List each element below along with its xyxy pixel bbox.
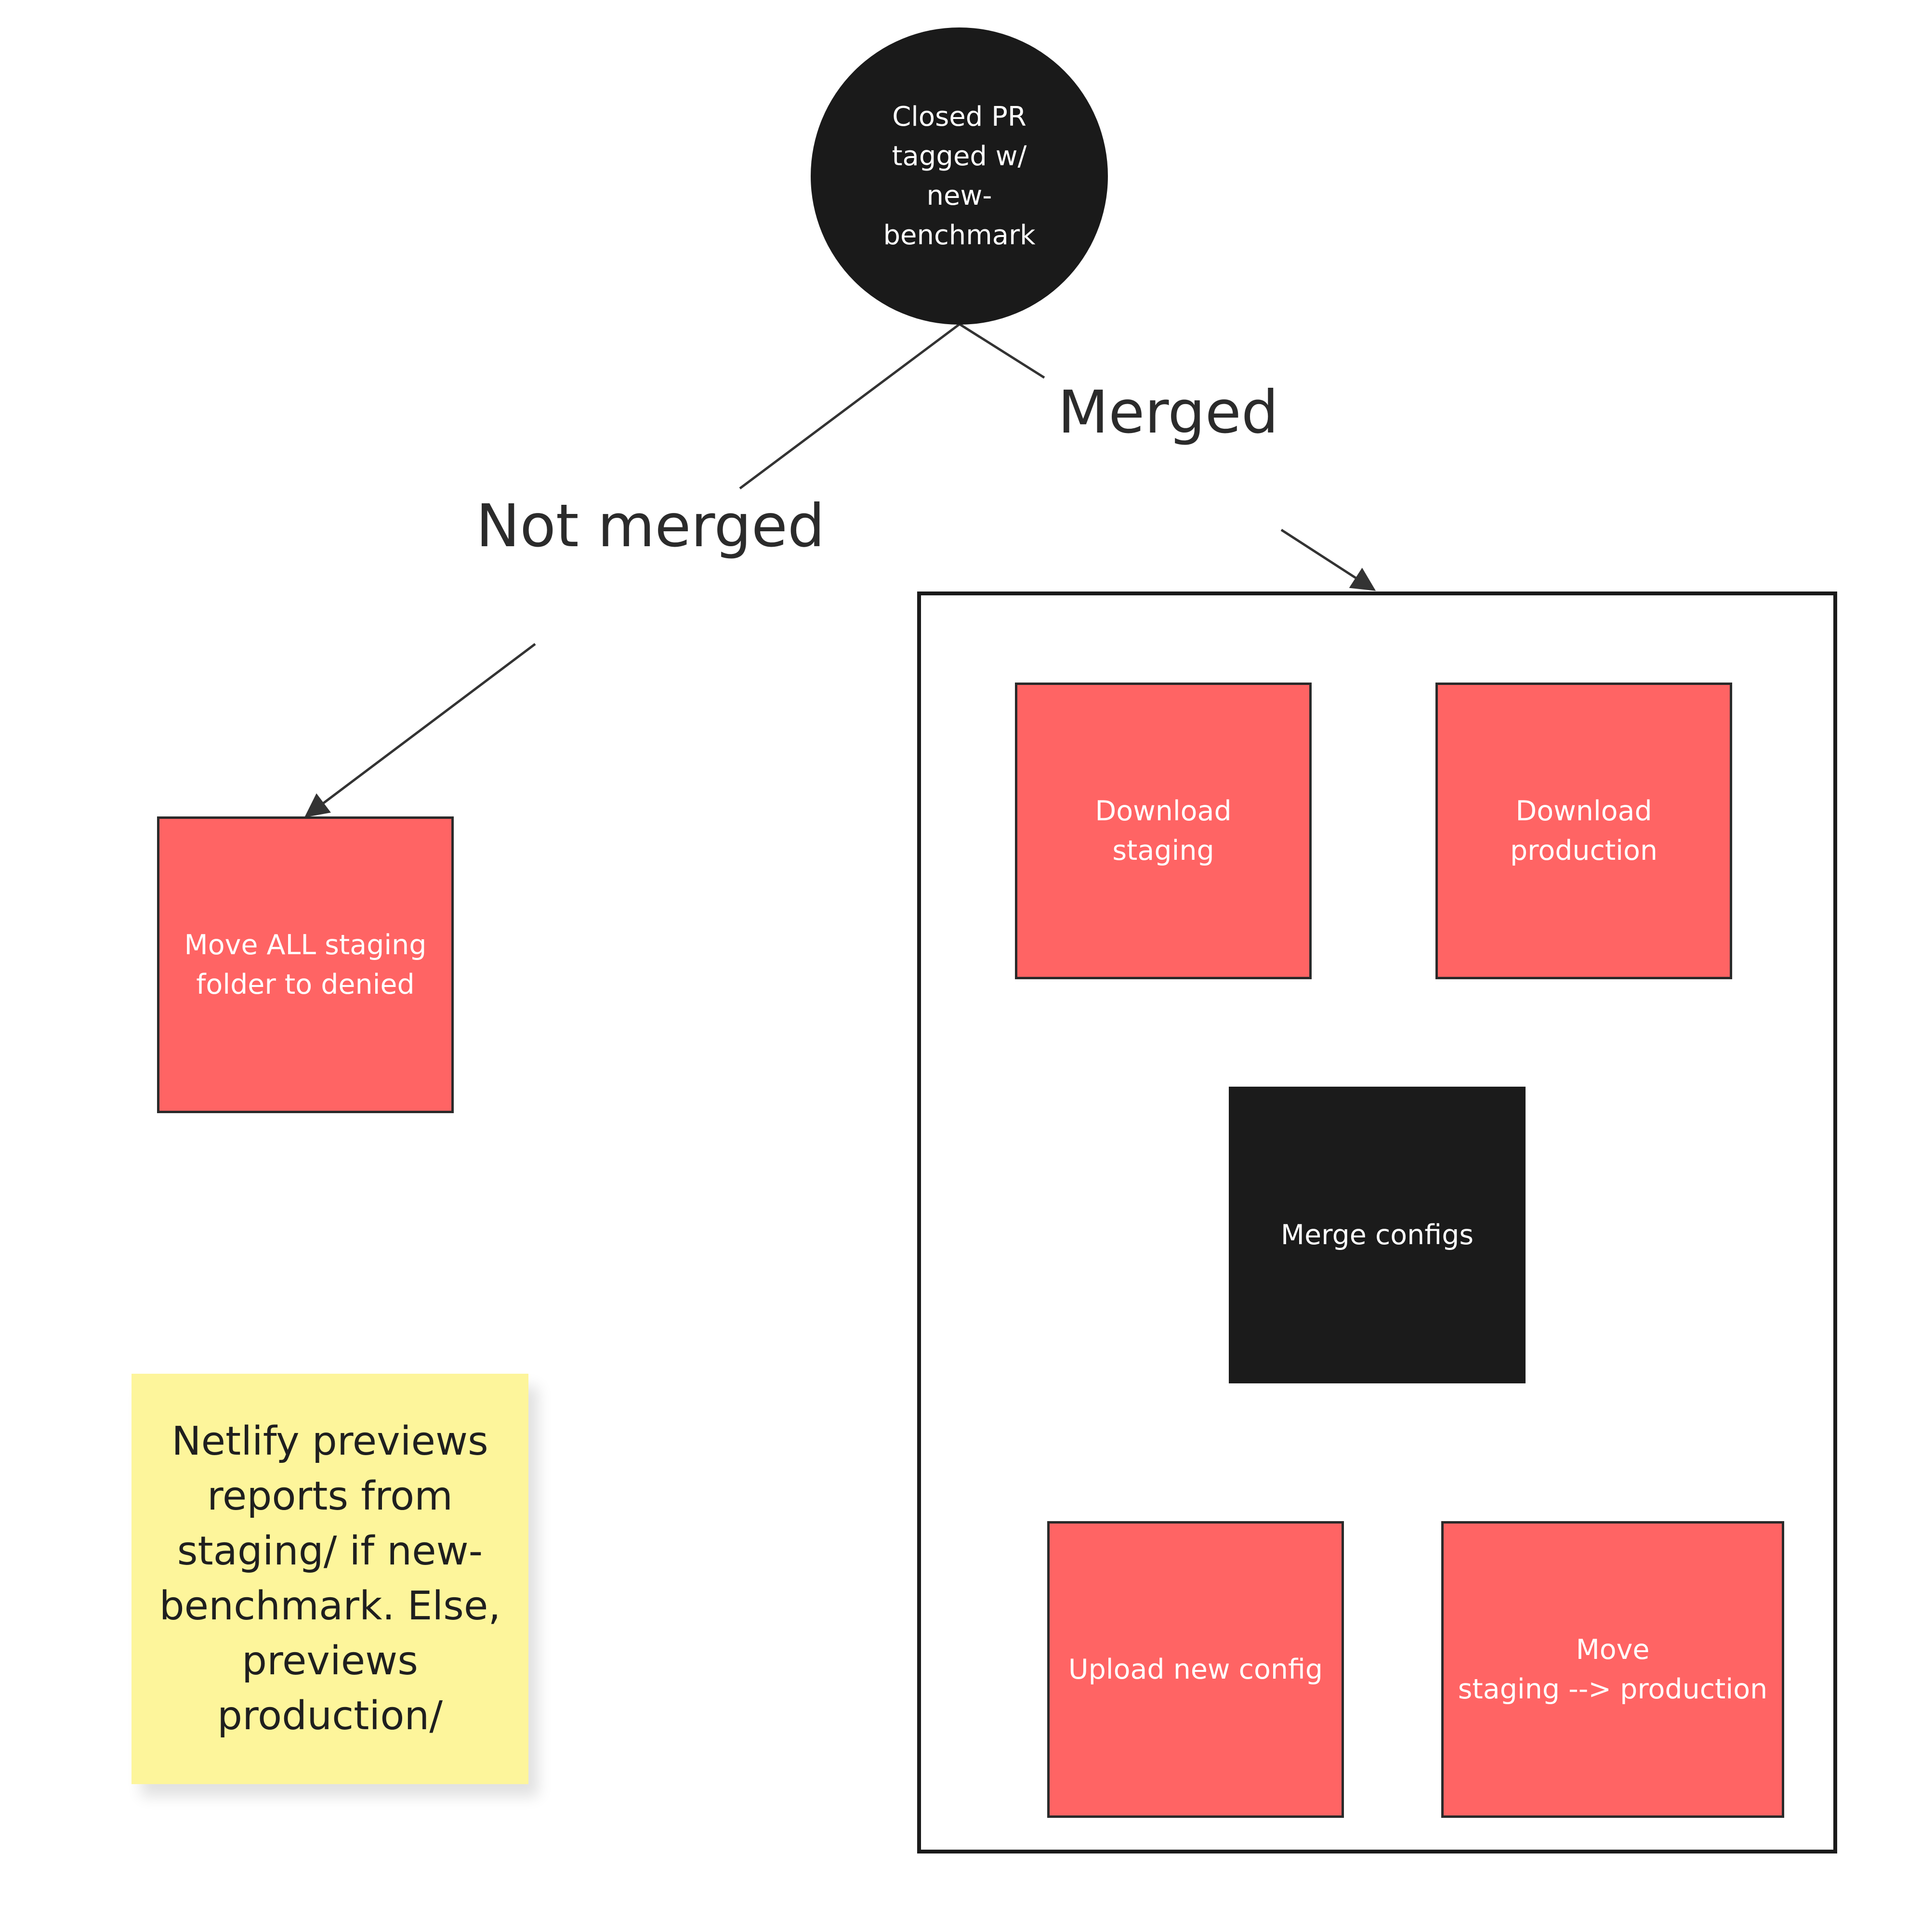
edge-merged-upper xyxy=(959,323,1045,379)
upload-config-box: Upload new config xyxy=(1047,1521,1344,1818)
start-node-circle: Closed PR tagged w/ new- benchmark xyxy=(811,27,1108,325)
download-production-box: Download production xyxy=(1435,683,1732,979)
sticky-note: Netlify previews reports from staging/ i… xyxy=(132,1374,528,1784)
move-denied-box: Move ALL staging folder to denied xyxy=(157,816,454,1113)
edge-merged-lower xyxy=(1280,528,1376,591)
move-production-label: Move staging --> production xyxy=(1458,1634,1768,1705)
upload-config-label: Upload new config xyxy=(1068,1654,1323,1685)
merged-label: Merged xyxy=(1058,378,1279,447)
edge-not-merged-upper xyxy=(739,323,960,490)
move-denied-label: Move ALL staging folder to denied xyxy=(184,929,427,1000)
merge-configs-box: Merge configs xyxy=(1229,1087,1526,1383)
merge-configs-label: Merge configs xyxy=(1280,1219,1474,1251)
not-merged-label: Not merged xyxy=(476,492,825,560)
download-staging-label: Download staging xyxy=(1095,795,1232,867)
download-production-label: Download production xyxy=(1510,795,1658,867)
sticky-note-text: Netlify previews reports from staging/ i… xyxy=(159,1419,501,1739)
move-production-box: Move staging --> production xyxy=(1441,1521,1784,1818)
start-node-label: Closed PR tagged w/ new- benchmark xyxy=(883,101,1036,251)
edge-not-merged-lower xyxy=(304,643,536,818)
download-staging-box: Download staging xyxy=(1015,683,1312,979)
